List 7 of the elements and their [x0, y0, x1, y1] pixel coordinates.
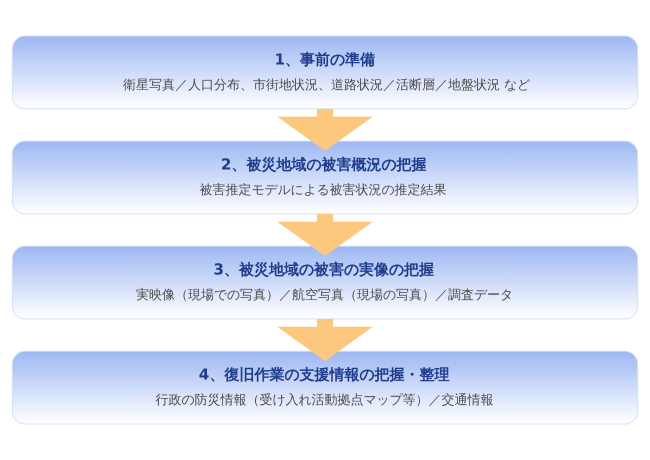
arrow [277, 108, 373, 151]
node-box: 2、被災地域の被害概況の把握 被害推定モデルによる被害状況の推定結果 [12, 140, 638, 214]
node-box: 3、被災地域の被害の実像の把握 実映像（現場での写真）／航空写真（現場の写真）／調査データ [12, 246, 638, 320]
node-box: 4、復旧作業の支援情報の把握・整理 行政の防災情報（受け入れ活動拠点マップ等）／交通情報 [12, 350, 638, 424]
arrow [277, 214, 373, 256]
node-box: 1、事前の準備 衛星写真／人口分布、市街地状況、道路状況／活断層／地盤状況 など [12, 36, 638, 110]
arrow [277, 319, 373, 361]
